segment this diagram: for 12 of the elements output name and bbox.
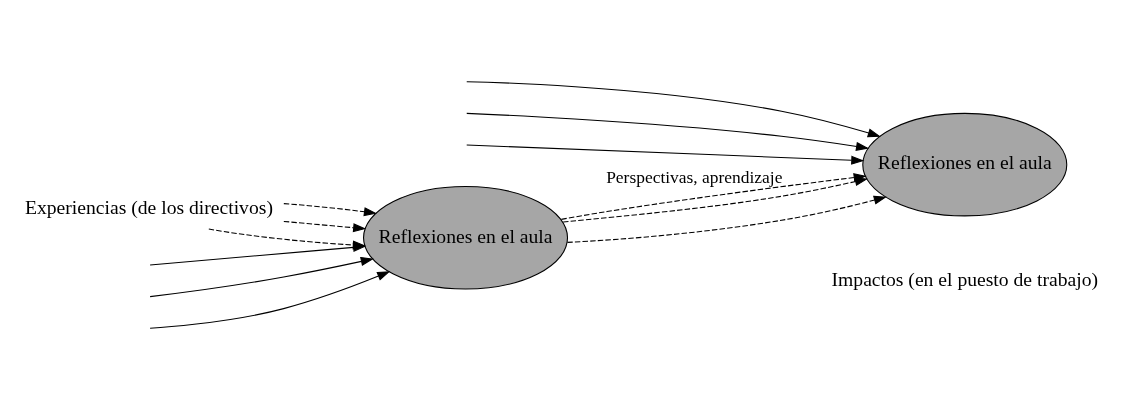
edge-label: Perspectivas, aprendizaje [606, 166, 783, 187]
arrow [466, 112, 870, 151]
node-text: Experiencias (de los directivos) [24, 197, 273, 219]
arrow [149, 256, 374, 298]
arrow [466, 81, 881, 138]
arrow [566, 195, 887, 243]
label: Impactos (en el puesto de trabajo) [831, 269, 1099, 291]
arrow [466, 144, 865, 165]
node-ellipse: Reflexiones en el aula [862, 112, 1068, 217]
arrow [149, 271, 391, 329]
arrow [283, 203, 377, 217]
arrow [283, 220, 367, 233]
